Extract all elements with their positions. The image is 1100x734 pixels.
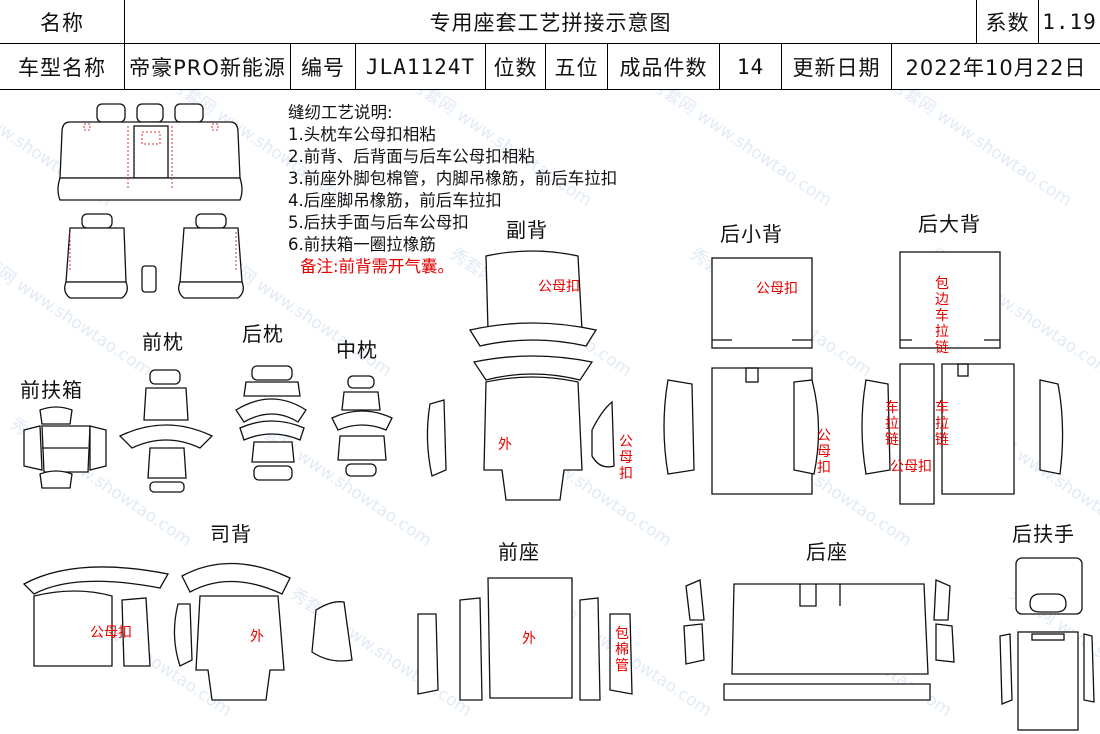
note-item: 1.头枕车公母扣相粘 [288, 125, 436, 144]
annotation-snap: 公母扣 [538, 279, 580, 295]
code-value: JLA1124T [356, 44, 486, 89]
coef-value: 1.19 [1042, 9, 1097, 34]
notes-title: 缝纫工艺说明: [288, 103, 393, 122]
rear-headrest-pieces [235, 365, 307, 481]
note-item: 4.后座脚吊橡筋，前后车拉扣 [288, 191, 502, 210]
annotation-outer: 外 [498, 437, 512, 453]
section-rear-large-back: 后大背 [918, 212, 981, 236]
section-rear-small-back: 后小背 [720, 222, 783, 246]
annotation-snap: 公母扣 [90, 625, 132, 641]
header-row-1: 名称 专用座套工艺拼接示意图 系数 1.19 [0, 0, 1100, 44]
name-label: 名称 [0, 0, 125, 43]
annotation-snap: 公母扣 [890, 459, 932, 475]
section-front-armrest-box: 前扶箱 [20, 378, 83, 402]
sewing-notes: 缝纫工艺说明: 1.头枕车公母扣相粘 2.前背、后背面与后车公母扣相粘 3.前座… [288, 102, 617, 278]
driver-back-pieces [22, 562, 353, 701]
note-item: 5.后扶手面与后车公母扣 [288, 213, 469, 232]
rear-seat-pieces [683, 579, 955, 701]
section-rear-armrest: 后扶手 [1012, 522, 1075, 546]
passenger-back-pieces [426, 250, 615, 501]
annotation-outer: 外 [522, 631, 536, 647]
front-headrest-pieces [118, 369, 214, 493]
rear-large-back-pieces [861, 251, 1064, 505]
front-seat-pieces [417, 577, 633, 701]
sheet-title: 专用座套工艺拼接示意图 [125, 0, 977, 43]
annotation-edge-zipper: 包边车拉链 [935, 276, 949, 356]
seat-overview-diagram [57, 103, 244, 299]
section-passenger-back: 副背 [506, 218, 548, 242]
note-item: 3.前座外脚包棉管，内脚吊橡筋，前后车拉扣 [288, 169, 618, 188]
model-label: 车型名称 [0, 44, 125, 89]
model-value: 帝豪PRO新能源 [125, 44, 291, 89]
annotation-zipper-right: 车拉链 [935, 400, 949, 448]
section-front-headrest: 前枕 [142, 330, 184, 354]
note-item: 6.前扶箱一圈拉橡筋 [288, 235, 436, 254]
pieces-label: 成品件数 [608, 44, 720, 89]
notes-remark: 备注:前背需开气囊。 [300, 257, 455, 276]
annotation-outer: 外 [250, 629, 264, 645]
middle-headrest-pieces [331, 375, 393, 477]
rear-small-back-pieces [663, 257, 820, 495]
seats-value: 五位 [546, 44, 608, 89]
seats-label: 位数 [486, 44, 546, 89]
date-value: 2022年10月22日 [905, 55, 1087, 80]
date-label: 更新日期 [782, 44, 892, 89]
section-rear-headrest: 后枕 [242, 322, 284, 346]
section-rear-seat: 后座 [806, 540, 848, 564]
annotation-snap-vertical: 公母扣 [817, 428, 831, 476]
section-front-seat: 前座 [498, 540, 540, 564]
section-driver-back: 司背 [210, 522, 252, 546]
annotation-cotton-tube: 包棉管 [615, 626, 629, 674]
section-middle-headrest: 中枕 [336, 338, 378, 362]
code-label: 编号 [291, 44, 356, 89]
annotation-snap: 公母扣 [756, 281, 798, 297]
front-armrest-box-pieces [23, 406, 107, 489]
annotation-zipper-left: 车拉链 [885, 400, 899, 448]
pieces-value: 14 [720, 44, 782, 89]
annotation-snap-vertical: 公母扣 [619, 434, 633, 482]
rear-armrest-pieces [999, 557, 1095, 731]
note-item: 2.前背、后背面与后车公母扣相粘 [288, 147, 535, 166]
header-row-2: 车型名称 帝豪PRO新能源 编号 JLA1124T 位数 五位 成品件数 14 … [0, 44, 1100, 90]
coef-label: 系数 [977, 0, 1039, 43]
